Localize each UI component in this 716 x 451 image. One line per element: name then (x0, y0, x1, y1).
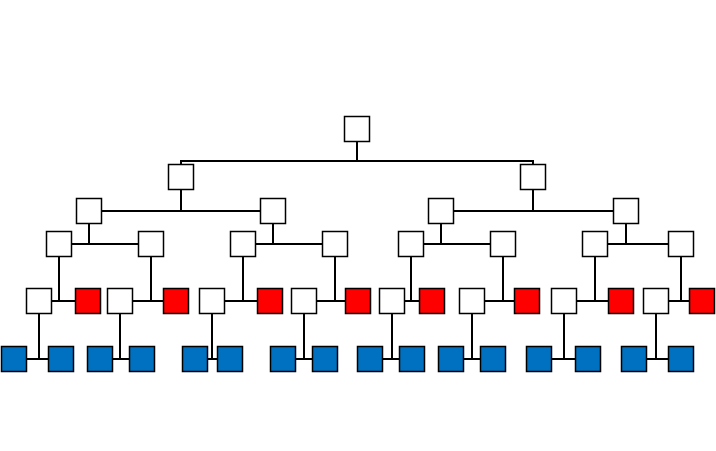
tree-node-red (418, 287, 446, 315)
tree-node-plain (259, 197, 287, 225)
tree-node-plain (612, 197, 640, 225)
tree-node-plain (198, 287, 226, 315)
tree-node-plain (458, 287, 486, 315)
tree-node-red (74, 287, 102, 315)
tree-node-plain (290, 287, 318, 315)
tree-node-blue (128, 345, 156, 373)
tree-node-plain (321, 230, 349, 258)
tree-node-red (607, 287, 635, 315)
tree-node-plain (427, 197, 455, 225)
tree-node-blue (667, 345, 695, 373)
tree-node-plain (106, 287, 134, 315)
tree-node-plain (229, 230, 257, 258)
tree-node-blue (269, 345, 297, 373)
tree-node-blue (574, 345, 602, 373)
tree-node-plain (581, 230, 609, 258)
tree-node-plain (343, 115, 371, 143)
tree-node-red (162, 287, 190, 315)
tree-node-plain (667, 230, 695, 258)
tree-node-plain (642, 287, 670, 315)
tree-node-blue (47, 345, 75, 373)
tree-node-blue (525, 345, 553, 373)
tree-node-plain (25, 287, 53, 315)
tree-node-plain (519, 163, 547, 191)
tree-nodes (0, 115, 716, 373)
tree-node-plain (75, 197, 103, 225)
tree-node-blue (620, 345, 648, 373)
tree-node-blue (86, 345, 114, 373)
tree-node-blue (356, 345, 384, 373)
tree-node-plain (378, 287, 406, 315)
tree-node-plain (167, 163, 195, 191)
tree-node-red (513, 287, 541, 315)
tree-node-blue (311, 345, 339, 373)
tree-node-plain (489, 230, 517, 258)
tree-node-blue (181, 345, 209, 373)
tree-node-red (256, 287, 284, 315)
tree-node-blue (437, 345, 465, 373)
tree-node-blue (398, 345, 426, 373)
tree-node-red (688, 287, 716, 315)
tree-node-blue (0, 345, 28, 373)
tree-node-red (344, 287, 372, 315)
tree-node-plain (397, 230, 425, 258)
tree-node-plain (550, 287, 578, 315)
tree-node-blue (216, 345, 244, 373)
tree-node-blue (479, 345, 507, 373)
tree-node-plain (137, 230, 165, 258)
tree-node-plain (45, 230, 73, 258)
